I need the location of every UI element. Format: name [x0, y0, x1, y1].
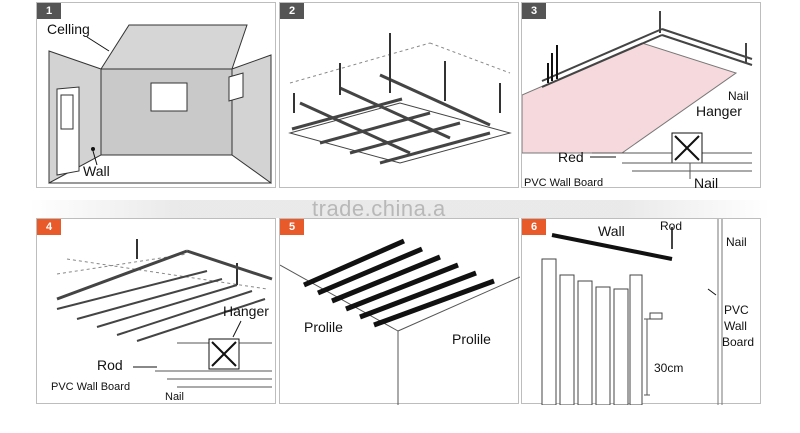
step-2-panel: 2 — [279, 2, 519, 188]
profile-lines-illustration — [280, 238, 520, 405]
nail-label-4: Nail — [165, 391, 184, 403]
wall-label-6: Wall — [598, 223, 625, 239]
profile-install-illustration — [56, 239, 273, 388]
step-5-panel: 5 Prolile Prolile — [279, 218, 520, 405]
step-1-badge: 1 — [37, 3, 61, 19]
hanger-label: Hanger — [696, 103, 742, 119]
nail-top-label: Nail — [728, 89, 749, 103]
profile-right-label: Prolile — [452, 331, 491, 347]
rod-label-4: Rod — [97, 357, 123, 373]
pvc-label-line2: Wall — [724, 319, 747, 333]
step-6-panel: 6 Wall Rod Nail PVC Wall Board 30cm — [521, 218, 761, 405]
step-5-badge: 5 — [280, 219, 304, 235]
wall-label: Wall — [83, 163, 110, 179]
spacing-label: 30cm — [654, 361, 684, 375]
step-4-panel: 4 Hanger Rod PVC Wall Board Nail — [36, 218, 276, 404]
nail-label-6: Nail — [726, 235, 747, 249]
watermark: trade.china.a — [312, 196, 446, 221]
step-3-badge: 3 — [522, 3, 546, 19]
profile-left-label: Prolile — [304, 319, 343, 335]
rod-label-6: Rod — [660, 219, 683, 233]
step-2-badge: 2 — [280, 3, 304, 19]
ceiling-label: Celling — [47, 21, 90, 37]
pvc-board-label-4: PVC Wall Board — [51, 381, 131, 393]
pvc-board-label: PVC Wall Board — [524, 177, 604, 189]
pvc-label-line1: PVC — [724, 303, 749, 317]
step-1-panel: 1 Celling Wall — [36, 2, 276, 188]
hanger-label-4: Hanger — [223, 303, 269, 319]
step-3-panel: 3 Nail Hanger Red PVC Wall Board Nail — [521, 2, 761, 191]
step-4-badge: 4 — [37, 219, 61, 235]
board-install-illustration — [522, 11, 753, 179]
keel-frame-illustration — [288, 33, 512, 165]
pvc-label-line3: Board — [722, 335, 755, 349]
room-illustration — [48, 24, 272, 184]
step-6-badge: 6 — [522, 219, 546, 235]
row-divider — [30, 200, 770, 218]
nail-bottom-label: Nail — [694, 175, 719, 191]
red-label: Red — [558, 149, 584, 165]
wall-board-illustration — [541, 219, 723, 405]
